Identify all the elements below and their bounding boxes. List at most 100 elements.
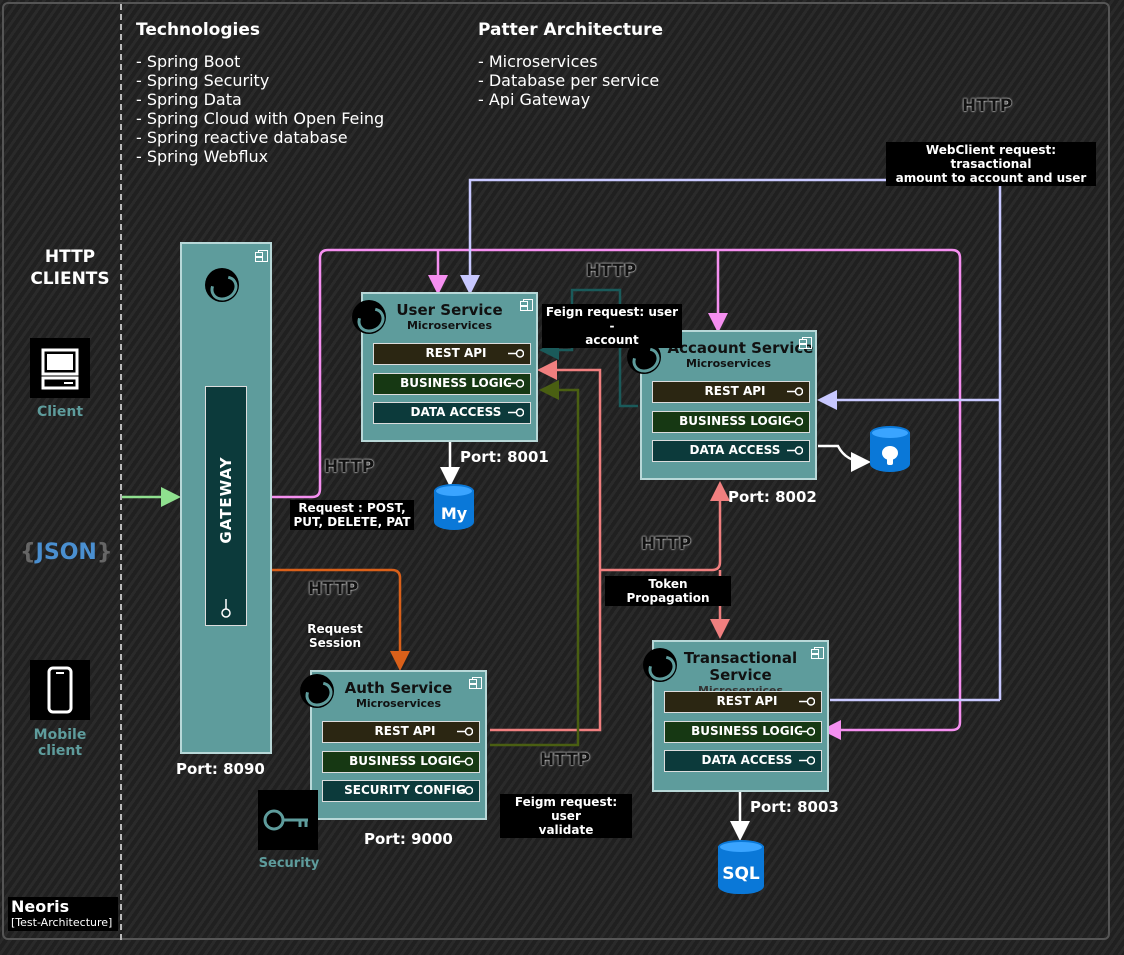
gateway-to-auth-wire xyxy=(272,568,410,671)
pattern-heading: Patter Architecture xyxy=(478,20,663,40)
pattern-item: - Api Gateway xyxy=(478,90,591,109)
business-logic-bar: BUSINESS LOGIC xyxy=(652,411,810,433)
component-icon xyxy=(811,647,824,659)
interface-icon xyxy=(457,757,473,766)
data-access-bar: DATA ACCESS xyxy=(664,750,822,772)
json-icon: {JSON} xyxy=(20,540,113,565)
technologies-list: - Spring Boot - Spring Security - Spring… xyxy=(136,52,384,166)
business-logic-bar: BUSINESS LOGIC xyxy=(664,721,822,743)
component-icon xyxy=(520,299,533,311)
gateway-node: GATEWAY xyxy=(180,242,272,754)
service-title: Transactional Service xyxy=(683,649,798,684)
pattern-item: - Database per service xyxy=(478,71,660,90)
token-propagation-wire xyxy=(490,360,602,732)
interface-icon xyxy=(508,408,524,417)
technology-item: - Spring Webflux xyxy=(136,147,269,166)
interface-icon xyxy=(508,349,524,358)
service-subtitle: Microservices xyxy=(406,319,493,332)
account-service-node: Accaount Service Microservices REST API … xyxy=(640,330,817,480)
spring-logo-icon xyxy=(352,300,386,334)
gateway-bar: GATEWAY xyxy=(205,386,247,626)
client-label: Client xyxy=(36,404,84,420)
user-service-port: Port: 8001 xyxy=(460,448,549,466)
feign-user-account-note: Feign request: user - account xyxy=(542,304,682,348)
footer-tag: [Test-Architecture] xyxy=(11,916,113,929)
bar-label: REST API xyxy=(374,724,436,738)
webclient-note: WebClient request: trasactional amount t… xyxy=(886,142,1096,186)
footer-company: Neoris xyxy=(11,897,70,916)
bar-label: BUSINESS LOGIC xyxy=(400,376,512,390)
technology-item: - Spring Security xyxy=(136,71,270,90)
bar-label: REST API xyxy=(425,346,487,360)
rest-api-bar: REST API xyxy=(652,381,810,403)
auth-service-port: Port: 9000 xyxy=(364,830,453,848)
feign-user-account-wire xyxy=(539,288,638,408)
service-subtitle: Microservices xyxy=(685,357,772,370)
mobile-client-label: Mobile client xyxy=(33,727,87,759)
http-label: HTTP xyxy=(586,261,637,281)
interface-icon xyxy=(457,727,473,736)
user-service-node: User Service Microservices REST API BUSI… xyxy=(361,292,538,442)
http-label: HTTP xyxy=(641,534,692,554)
technology-item: - Spring Data xyxy=(136,90,242,109)
gateway-port: Port: 8090 xyxy=(176,760,265,778)
mysql-database-icon: My xyxy=(434,484,474,534)
technology-item: - Spring Boot xyxy=(136,52,241,71)
http-label: HTTP xyxy=(962,96,1013,116)
business-logic-bar: BUSINESS LOGIC xyxy=(322,751,480,773)
desktop-icon xyxy=(30,338,90,398)
bar-label: DATA ACCESS xyxy=(410,405,502,419)
db-label: My xyxy=(440,504,468,523)
interface-icon xyxy=(457,786,473,795)
bar-label: BUSINESS LOGIC xyxy=(691,724,803,738)
outer-frame xyxy=(2,2,1110,940)
transactional-service-port: Port: 8003 xyxy=(750,798,839,816)
interface-icon xyxy=(787,417,803,426)
http-label: HTTP xyxy=(540,750,591,770)
data-access-bar: DATA ACCESS xyxy=(652,440,810,462)
interface-icon xyxy=(799,697,815,706)
spring-logo-icon xyxy=(205,268,239,302)
service-title: User Service xyxy=(396,301,503,319)
bar-label: REST API xyxy=(716,694,778,708)
sql-database-icon: SQL xyxy=(718,840,764,898)
token-to-account-wire xyxy=(600,481,730,572)
http-label: HTTP xyxy=(308,579,359,599)
component-icon xyxy=(255,250,268,262)
rest-api-bar: REST API xyxy=(373,343,531,365)
bar-label: REST API xyxy=(704,384,766,398)
account-service-port: Port: 8002 xyxy=(728,488,817,506)
http-clients-heading: HTTP CLIENTS xyxy=(30,247,110,289)
bar-label: BUSINESS LOGIC xyxy=(349,754,461,768)
interface-icon xyxy=(787,446,803,455)
gateway-label: GATEWAY xyxy=(217,456,235,544)
rest-api-bar: REST API xyxy=(664,691,822,713)
db-label: SQL xyxy=(722,864,760,884)
spring-logo-icon xyxy=(643,648,677,682)
postgresql-database-icon xyxy=(870,426,910,476)
interface-icon xyxy=(508,379,524,388)
service-subtitle: Microservices xyxy=(355,697,442,710)
request-methods-note: Request : POST, PUT, DELETE, PAT xyxy=(290,500,414,530)
technology-item: - Spring Cloud with Open Feing xyxy=(136,109,385,128)
bar-label: SECURITY CONFIG xyxy=(344,783,466,797)
rest-api-bar: REST API xyxy=(322,721,480,743)
http-label: HTTP xyxy=(324,457,375,477)
data-access-bar: DATA ACCESS xyxy=(373,402,531,424)
spring-logo-icon xyxy=(300,674,334,708)
pattern-list: - Microservices - Database per service -… xyxy=(478,52,659,109)
account-db-wire xyxy=(818,444,871,472)
bar-label: BUSINESS LOGIC xyxy=(679,414,791,428)
interface-icon xyxy=(799,756,815,765)
bar-label: DATA ACCESS xyxy=(701,753,793,767)
service-title: Accaount Service xyxy=(667,339,814,357)
mobile-icon xyxy=(30,660,90,720)
bar-label: DATA ACCESS xyxy=(689,443,781,457)
transactional-service-node: Transactional Service Microservices REST… xyxy=(652,640,829,792)
security-key-icon xyxy=(258,790,318,850)
pattern-item: - Microservices xyxy=(478,52,598,71)
webclient-lavender-wire xyxy=(460,178,1002,700)
component-icon xyxy=(469,677,482,689)
